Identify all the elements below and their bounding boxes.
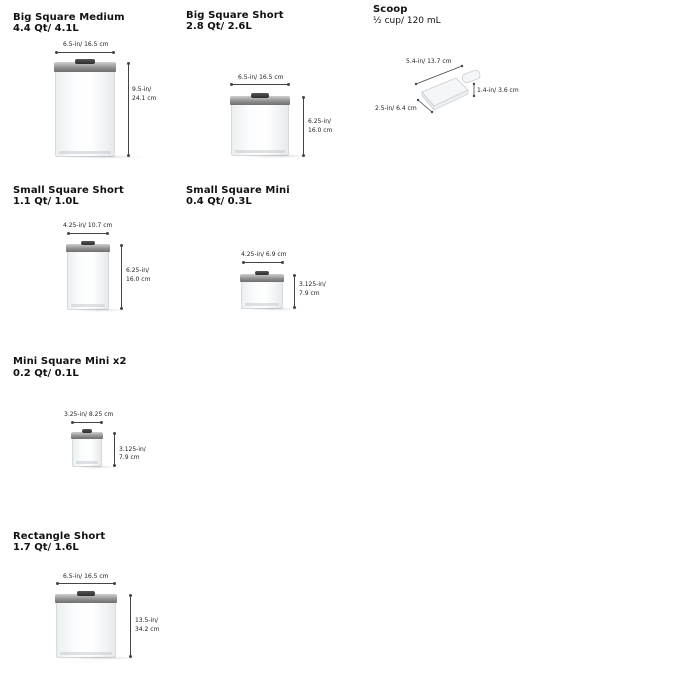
width-label: 6.5-in/ 16.5 cm — [63, 573, 109, 580]
shadow — [60, 155, 150, 159]
width-label: 3.25-in/ 8.25 cm — [64, 411, 114, 418]
width-label: 4.25-in/ 6.9 cm — [241, 251, 287, 258]
product-name: Big Square Medium — [13, 12, 125, 23]
height-label-cm: 24.1 cm — [132, 95, 157, 102]
height-label-cm: 34.2 cm — [135, 626, 160, 633]
shadow — [72, 308, 128, 312]
height-label-in: 6.25-in/ — [126, 267, 150, 274]
width-label: 2.5-in/ 6.4 cm — [375, 105, 417, 112]
container-image — [55, 591, 117, 658]
height-label-in: 3.125-in/ — [299, 281, 326, 288]
product-capacity: 1.7 Qt/ 1.6L — [13, 542, 79, 553]
width-label: 6.5-in/ 16.5 cm — [63, 41, 109, 48]
product-name: Mini Square Mini x2 — [13, 356, 127, 367]
container-image — [54, 59, 116, 157]
height-label-cm: 7.9 cm — [119, 454, 140, 461]
product-name: Small Square Short — [13, 185, 124, 196]
container-image — [230, 93, 290, 156]
scoop-image — [414, 64, 481, 114]
product-capacity: ½ cup/ 120 mL — [373, 16, 441, 26]
height-label-cm: 16.0 cm — [126, 276, 151, 283]
width-dimension-line — [71, 421, 103, 424]
width-dimension-line — [242, 261, 284, 264]
depth-label: 1.4-in/ 3.6 cm — [477, 87, 519, 94]
shadow — [238, 154, 318, 158]
shadow — [246, 307, 302, 311]
product-capacity: 0.2 Qt/ 0.1L — [13, 368, 79, 379]
product-name: Small Square Mini — [186, 185, 290, 196]
product-name: Scoop — [373, 4, 408, 15]
height-dimension-line — [113, 432, 116, 467]
width-dimension-line — [55, 51, 115, 54]
height-label-in: 6.25-in/ — [308, 118, 332, 125]
product-capacity: 4.4 Qt/ 4.1L — [13, 23, 79, 34]
height-label-cm: 7.9 cm — [299, 290, 320, 297]
product-name: Rectangle Short — [13, 531, 106, 542]
width-label: 4.25-in/ 10.7 cm — [63, 222, 113, 229]
height-dimension-line — [127, 62, 130, 157]
container-image — [71, 429, 103, 467]
width-label: 6.5-in/ 16.5 cm — [238, 74, 284, 81]
width-dimension-line — [67, 232, 109, 235]
height-label-in: 9.5-in/ — [132, 86, 152, 93]
width-dimension-line — [56, 582, 116, 585]
container-image — [240, 271, 284, 309]
height-dimension-line — [129, 594, 132, 658]
length-label: 5.4-in/ 13.7 cm — [406, 58, 452, 65]
product-name: Big Square Short — [186, 10, 284, 21]
height-dimension-line — [302, 96, 305, 157]
shadow — [62, 656, 142, 660]
height-label-in: 3.125-in/ — [119, 446, 146, 453]
height-dimension-line — [120, 244, 123, 310]
width-dimension-line — [230, 83, 290, 86]
product-capacity: 2.8 Qt/ 2.6L — [186, 21, 252, 32]
height-label-in: 13.5-in/ — [135, 617, 159, 624]
height-label-cm: 16.0 cm — [308, 127, 333, 134]
product-capacity: 1.1 Qt/ 1.0L — [13, 196, 79, 207]
height-dimension-line — [293, 274, 296, 309]
container-image — [66, 241, 110, 310]
shadow — [76, 465, 118, 469]
product-capacity: 0.4 Qt/ 0.3L — [186, 196, 252, 207]
